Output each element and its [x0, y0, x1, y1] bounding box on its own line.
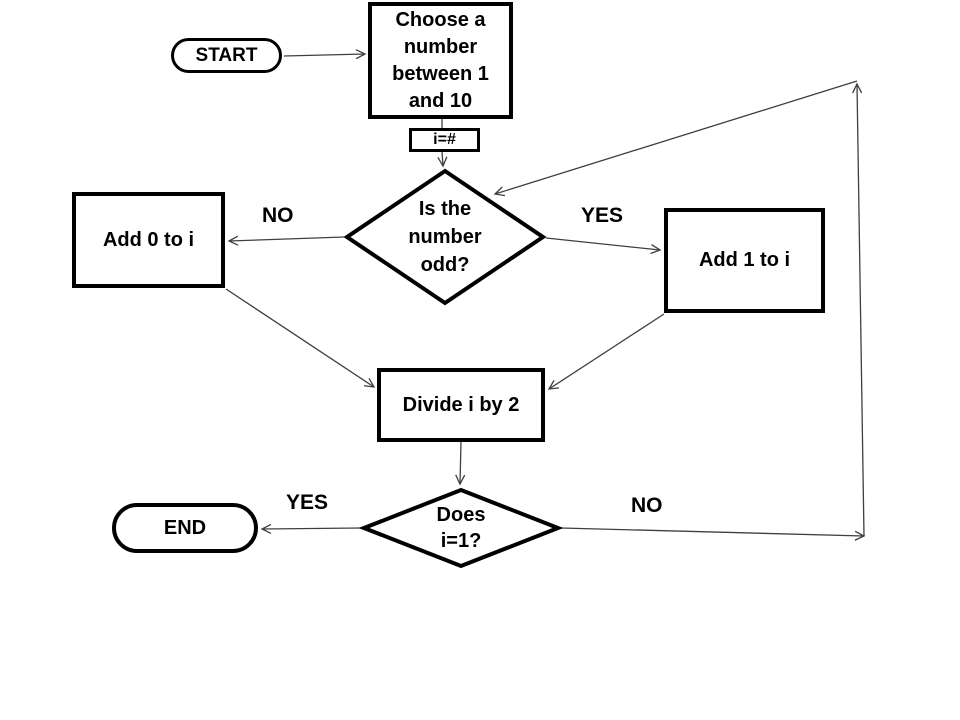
edge-start-to-choose: [283, 49, 367, 60]
diamond-shape: [358, 487, 564, 569]
edge-add1-to-divide: [547, 313, 665, 390]
node-decision-is-one: Does i=1?: [358, 487, 564, 569]
node-start-terminator: START: [171, 38, 282, 73]
node-decision-is-odd-label: Is the number odd?: [408, 198, 482, 276]
node-start-label: START: [195, 44, 258, 66]
edge-isodd-yes-to-add1: [545, 237, 662, 255]
edge-isodd-no-to-add0: [227, 235, 345, 246]
diamond-shape: [343, 168, 547, 306]
edge-divide-to-isone: [455, 441, 466, 486]
node-add-0: Add 0 to i: [72, 192, 225, 288]
node-end-terminator: END: [112, 503, 258, 553]
node-add-1-label: Add 1 to i: [698, 249, 791, 271]
edge-isone-no-right: [560, 527, 866, 541]
node-choose-number: Choose a number between 1 and 10: [368, 2, 513, 119]
node-choose-number-label: Choose a number between 1 and 10: [392, 8, 489, 112]
edge-isone-yes-to-end: [260, 523, 362, 534]
node-decision-is-one-label: Does i=1?: [436, 504, 486, 552]
node-add-1: Add 1 to i: [664, 208, 825, 313]
node-assign-i-label: i=#: [433, 131, 456, 148]
node-end-label: END: [163, 516, 207, 539]
edge-label-yes-bottom: YES: [286, 491, 329, 514]
node-add-0-label: Add 0 to i: [102, 228, 195, 251]
edge-label-yes-right: YES: [581, 204, 624, 227]
edge-loop-up: [852, 82, 865, 537]
edge-label-no-bottom: NO: [631, 494, 663, 517]
edge-assign-to-isodd: [437, 151, 448, 168]
node-divide: Divide i by 2: [377, 368, 545, 442]
edge-label-no-left: NO: [262, 204, 294, 227]
node-assign-i: i=#: [409, 128, 480, 152]
node-divide-label: Divide i by 2: [402, 393, 520, 416]
node-decision-is-odd: Is the number odd?: [343, 168, 547, 306]
edge-loop-diagonal-to-isodd: [493, 80, 858, 197]
